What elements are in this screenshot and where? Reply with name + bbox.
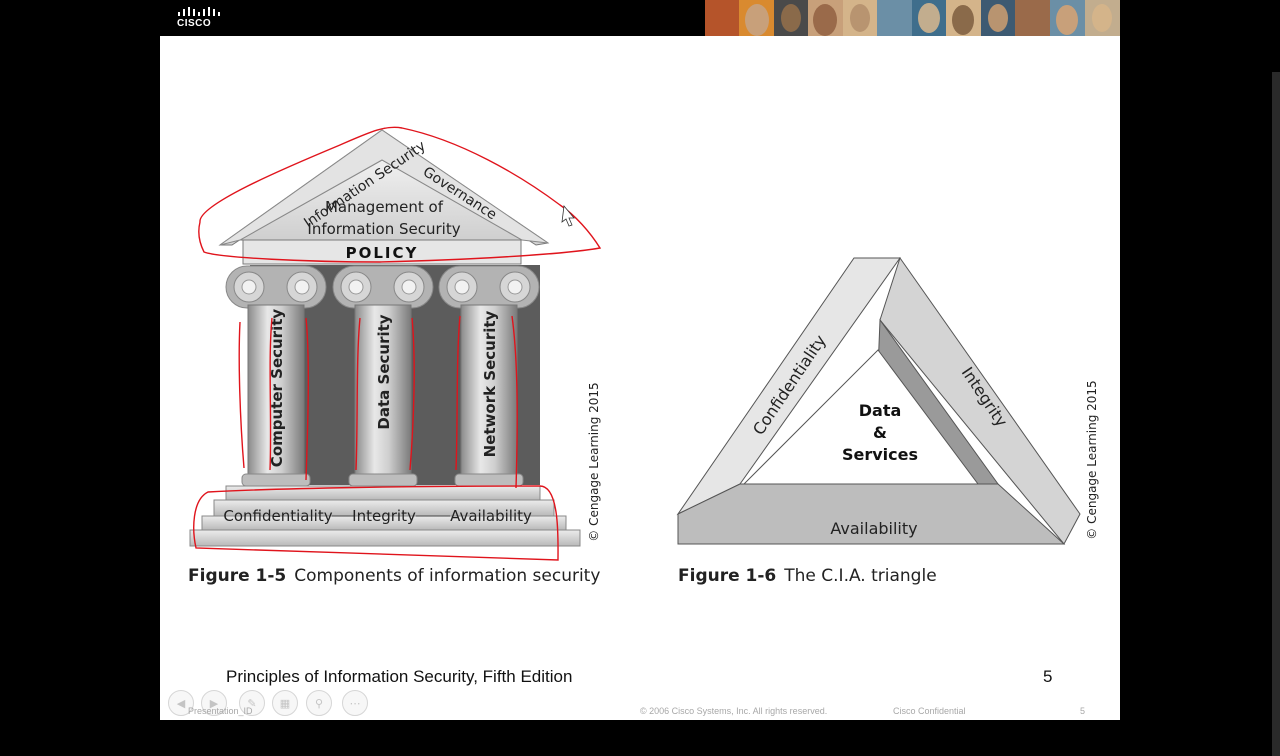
column-network bbox=[460, 304, 518, 478]
footer-confidential: Cisco Confidential bbox=[893, 706, 966, 716]
brand-text: CISCO bbox=[177, 18, 212, 29]
center-label-services: Services bbox=[842, 445, 918, 464]
pen-tool-button[interactable]: ✎ bbox=[239, 690, 265, 716]
cia-triangle: Data & Services Confidentiality Integrit… bbox=[676, 256, 1099, 545]
header-bar: CISCO bbox=[160, 0, 1120, 36]
base-label-confidentiality: Confidentiality bbox=[223, 507, 332, 525]
left-figure-copyright: © Cengage Learning 2015 bbox=[587, 382, 601, 541]
slide: CISCO bbox=[160, 0, 1120, 720]
footer-small-page: 5 bbox=[1080, 706, 1086, 716]
figure-1-6-caption: Figure 1-6 The C.I.A. triangle bbox=[678, 566, 937, 586]
column-label-data: Data Security bbox=[375, 314, 393, 429]
cursor-icon bbox=[561, 205, 575, 227]
base-label-integrity: Integrity bbox=[352, 507, 416, 525]
right-margin bbox=[1120, 36, 1280, 756]
temple-diagram: Information Security Governance Manageme… bbox=[189, 129, 601, 547]
center-label-data: Data bbox=[859, 401, 902, 420]
step-1 bbox=[225, 485, 541, 501]
base-label-availability: Availability bbox=[450, 507, 532, 525]
right-figure-copyright: © Cengage Learning 2015 bbox=[1085, 380, 1099, 539]
step-4 bbox=[189, 529, 581, 547]
next-slide-button[interactable]: ▶ bbox=[201, 690, 227, 716]
prev-slide-button[interactable]: ◀ bbox=[168, 690, 194, 716]
column-data bbox=[354, 304, 412, 478]
column-label-network: Network Security bbox=[481, 310, 499, 457]
roof-band bbox=[219, 129, 549, 246]
slides-overview-button[interactable]: ▦ bbox=[272, 690, 298, 716]
caption-text-1-5: Components of information security bbox=[294, 566, 601, 586]
center-label-amp: & bbox=[873, 423, 887, 442]
column-capitals bbox=[225, 265, 540, 309]
caption-number-1-6: Figure 1-6 bbox=[678, 566, 777, 586]
figures-canvas: Information Security Governance Manageme… bbox=[189, 126, 1099, 561]
caption-number-1-5: Figure 1-5 bbox=[188, 566, 287, 586]
pediment-line-2: Information Security bbox=[307, 220, 460, 238]
footer-title: Principles of Information Security, Fift… bbox=[226, 667, 573, 686]
red-annotations bbox=[193, 126, 602, 561]
triangle-center bbox=[742, 349, 979, 485]
scrollbar[interactable] bbox=[1272, 72, 1280, 756]
page-number: 5 bbox=[1043, 667, 1053, 686]
presentation-id: Presentation_ID bbox=[188, 706, 253, 716]
column-label-computer: Computer Security bbox=[268, 309, 286, 468]
cisco-logo-icon bbox=[178, 7, 220, 16]
more-options-button[interactable]: ⋯ bbox=[342, 690, 368, 716]
triangle-bottom-face bbox=[677, 483, 1066, 545]
policy-label: POLICY bbox=[346, 244, 419, 262]
header-photo-strip bbox=[705, 0, 1120, 36]
side-label-availability: Availability bbox=[830, 519, 917, 538]
zoom-button[interactable]: ⚲ bbox=[306, 690, 332, 716]
pediment-line-1: Management of bbox=[325, 198, 444, 216]
column-computer bbox=[247, 304, 305, 478]
figure-1-5-caption: Figure 1-5 Components of information secu… bbox=[188, 566, 600, 586]
caption-text-1-6: The C.I.A. triangle bbox=[784, 566, 937, 586]
footer-copyright: © 2006 Cisco Systems, Inc. All rights re… bbox=[640, 706, 828, 716]
